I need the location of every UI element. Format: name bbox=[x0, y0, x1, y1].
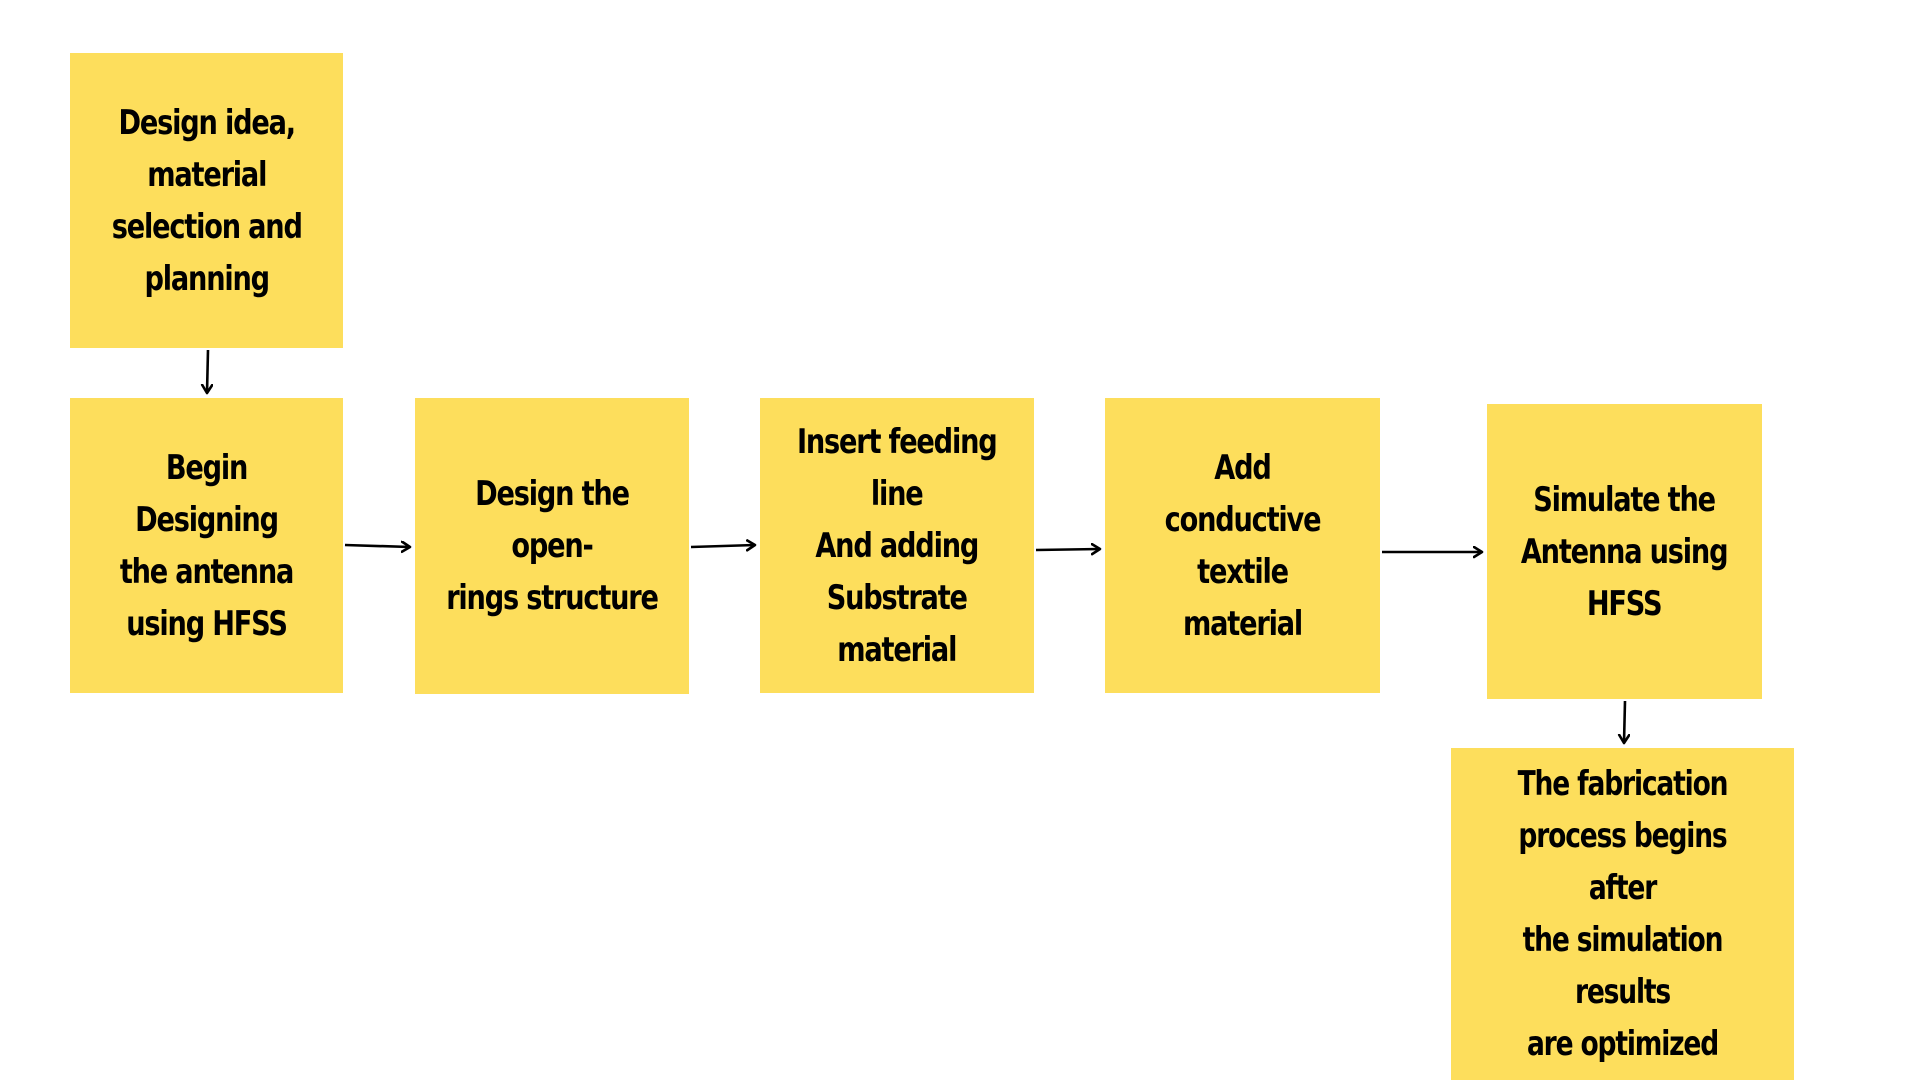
step-fabrication-box: The fabrication process begins after the… bbox=[1451, 748, 1794, 1080]
step-label: Simulate the Antenna using HFSS bbox=[1521, 479, 1729, 624]
arrow-b6-to-b7 bbox=[1624, 700, 1625, 743]
step-conductive-textile-box: Add conductive textile material bbox=[1105, 398, 1380, 693]
arrow-b3-to-b4 bbox=[690, 545, 755, 547]
step-label: Design the open- rings structure bbox=[446, 474, 659, 618]
arrow-b4-to-b5 bbox=[1035, 549, 1100, 550]
step-design-idea-box: Design idea, material selection and plan… bbox=[70, 53, 343, 348]
step-label: Design idea, material selection and plan… bbox=[111, 102, 303, 299]
step-feeding-line-box: Insert feeding line And adding Substrate… bbox=[760, 398, 1034, 693]
arrow-b2-to-b3 bbox=[344, 545, 410, 547]
step-label: Insert feeding line And adding Substrate… bbox=[797, 421, 998, 670]
step-label: The fabrication process begins after the… bbox=[1517, 764, 1729, 1064]
step-begin-designing-box: Begin Designing the antenna using HFSS bbox=[70, 398, 343, 693]
step-label: Add conductive textile material bbox=[1164, 447, 1322, 644]
step-simulate-box: Simulate the Antenna using HFSS bbox=[1487, 404, 1762, 699]
step-label: Begin Designing the antenna using HFSS bbox=[119, 447, 295, 644]
arrow-b1-to-b2 bbox=[207, 349, 208, 393]
step-open-rings-box: Design the open- rings structure bbox=[415, 398, 689, 694]
